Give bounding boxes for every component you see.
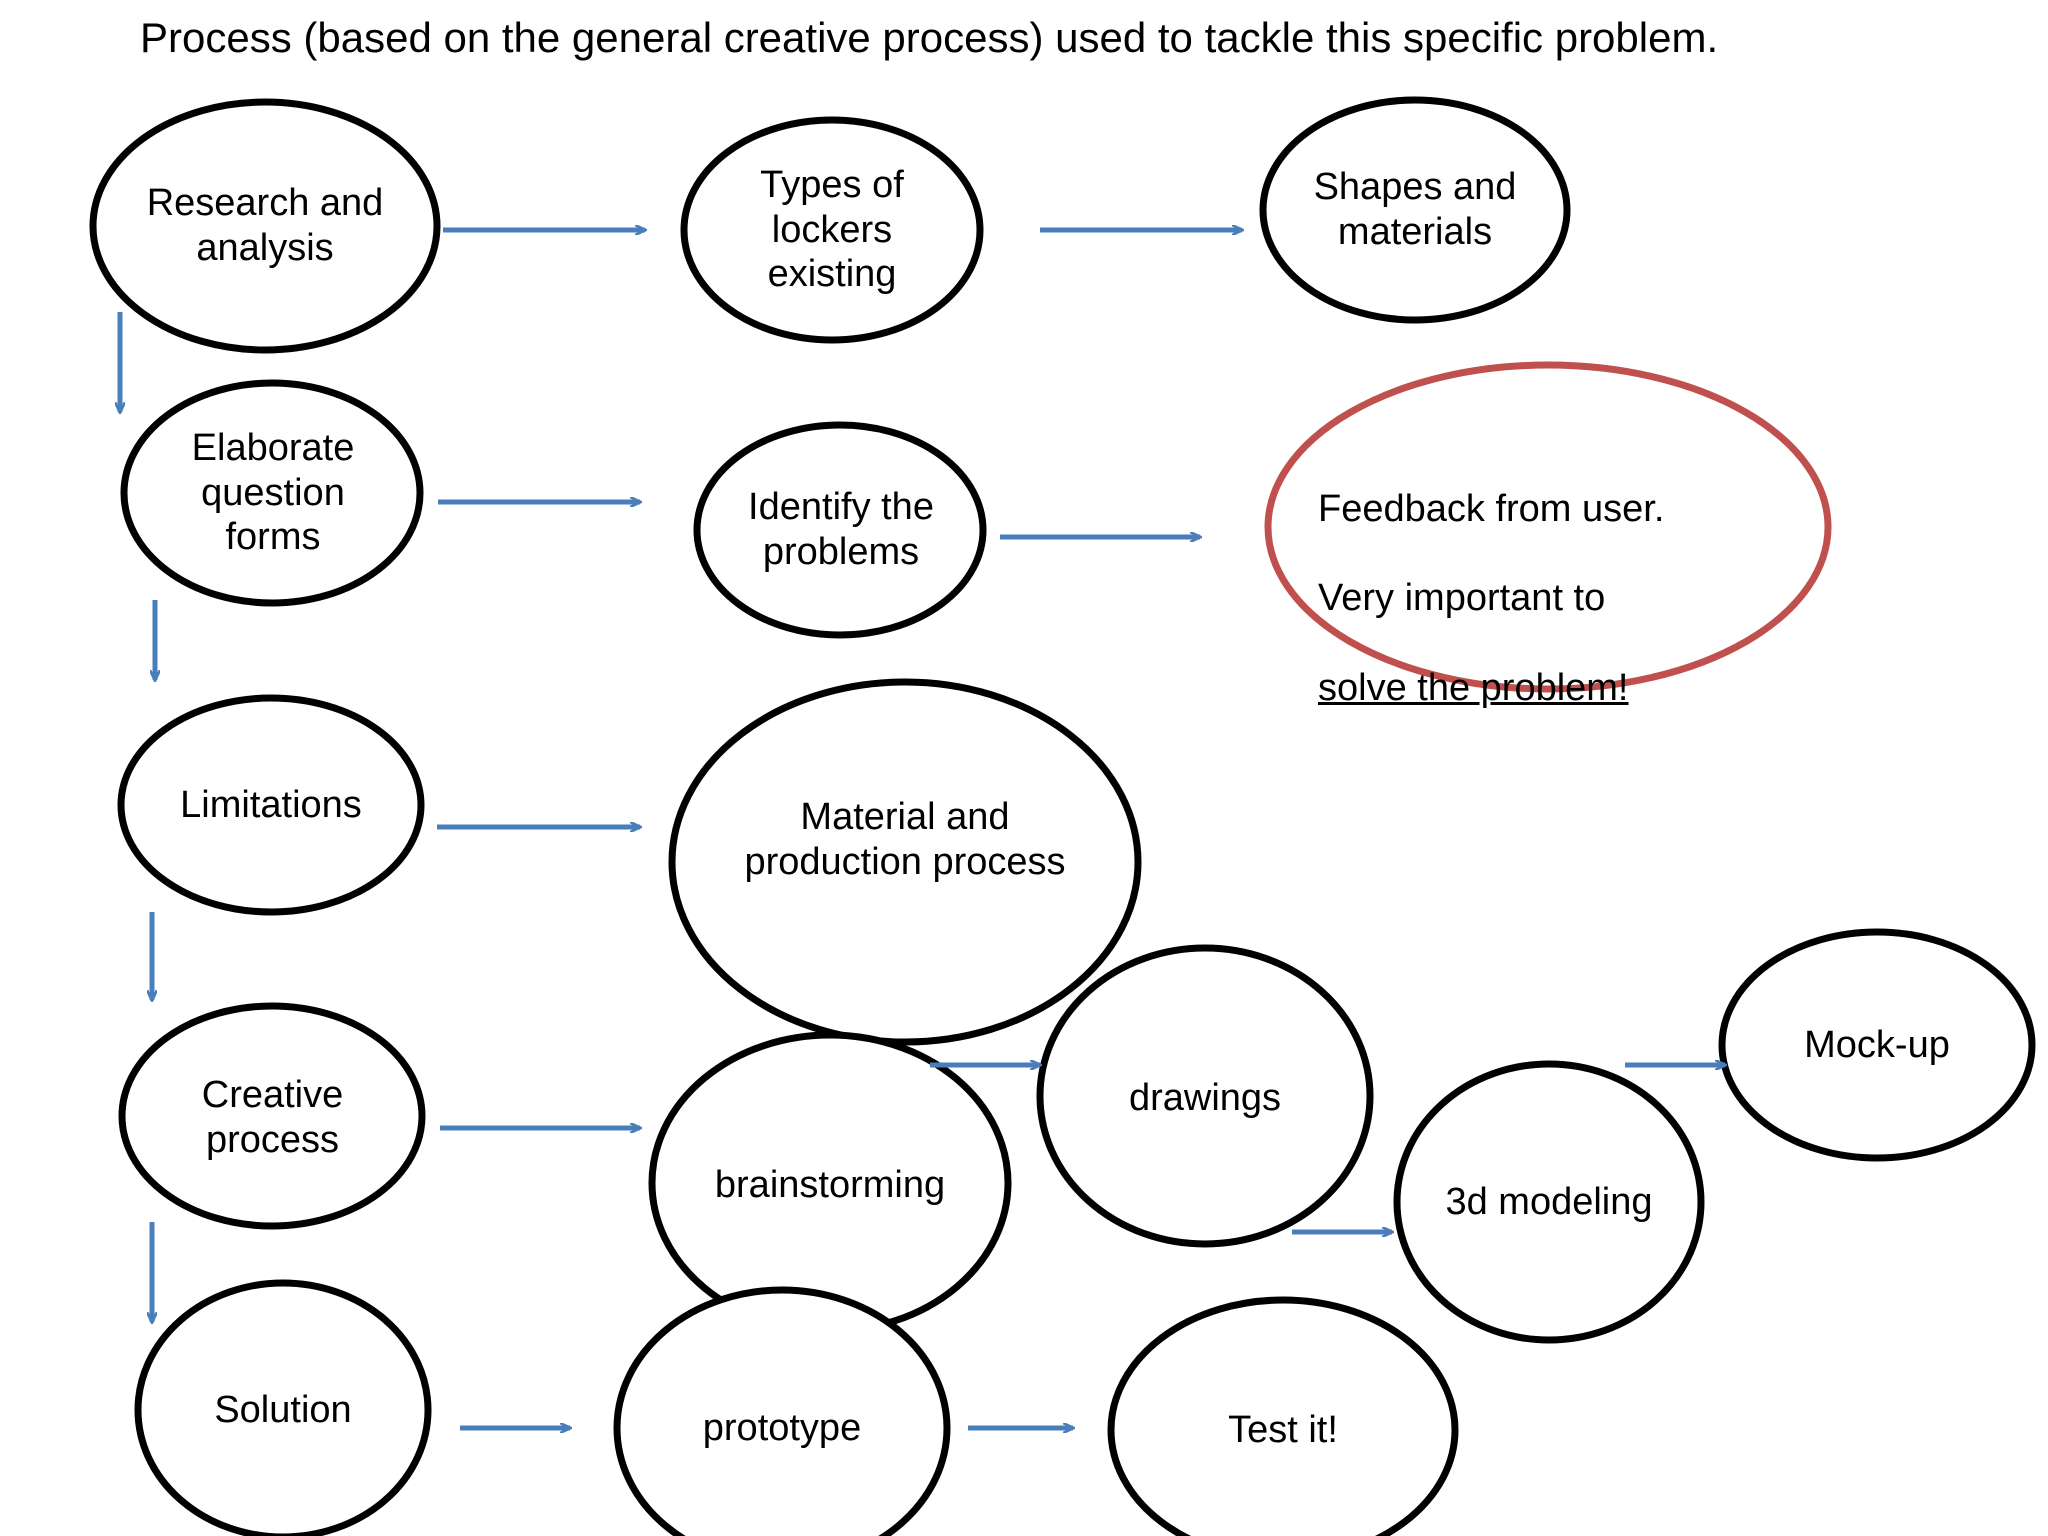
node-solution[interactable] (134, 1279, 432, 1536)
page-title: Process (based on the general creative p… (140, 14, 1719, 61)
node-material-production[interactable] (668, 678, 1142, 1046)
node-mock-up[interactable] (1718, 928, 2036, 1162)
node-drawings[interactable] (1036, 944, 1374, 1248)
node-research-and-analysis[interactable] (89, 98, 441, 354)
node-test-it[interactable] (1107, 1296, 1459, 1536)
node-creative-process[interactable] (118, 1002, 426, 1230)
node-shapes-and-materials[interactable] (1259, 96, 1571, 324)
node-prototype[interactable] (613, 1286, 951, 1536)
node-3d-modeling[interactable] (1393, 1060, 1705, 1344)
node-brainstorming[interactable] (648, 1031, 1012, 1335)
node-feedback-from-user[interactable] (1264, 361, 1832, 693)
node-limitations[interactable] (117, 694, 425, 916)
node-elaborate-question-forms[interactable] (120, 379, 424, 607)
node-identify-the-problems[interactable] (693, 421, 987, 639)
node-types-of-lockers[interactable] (680, 116, 984, 344)
